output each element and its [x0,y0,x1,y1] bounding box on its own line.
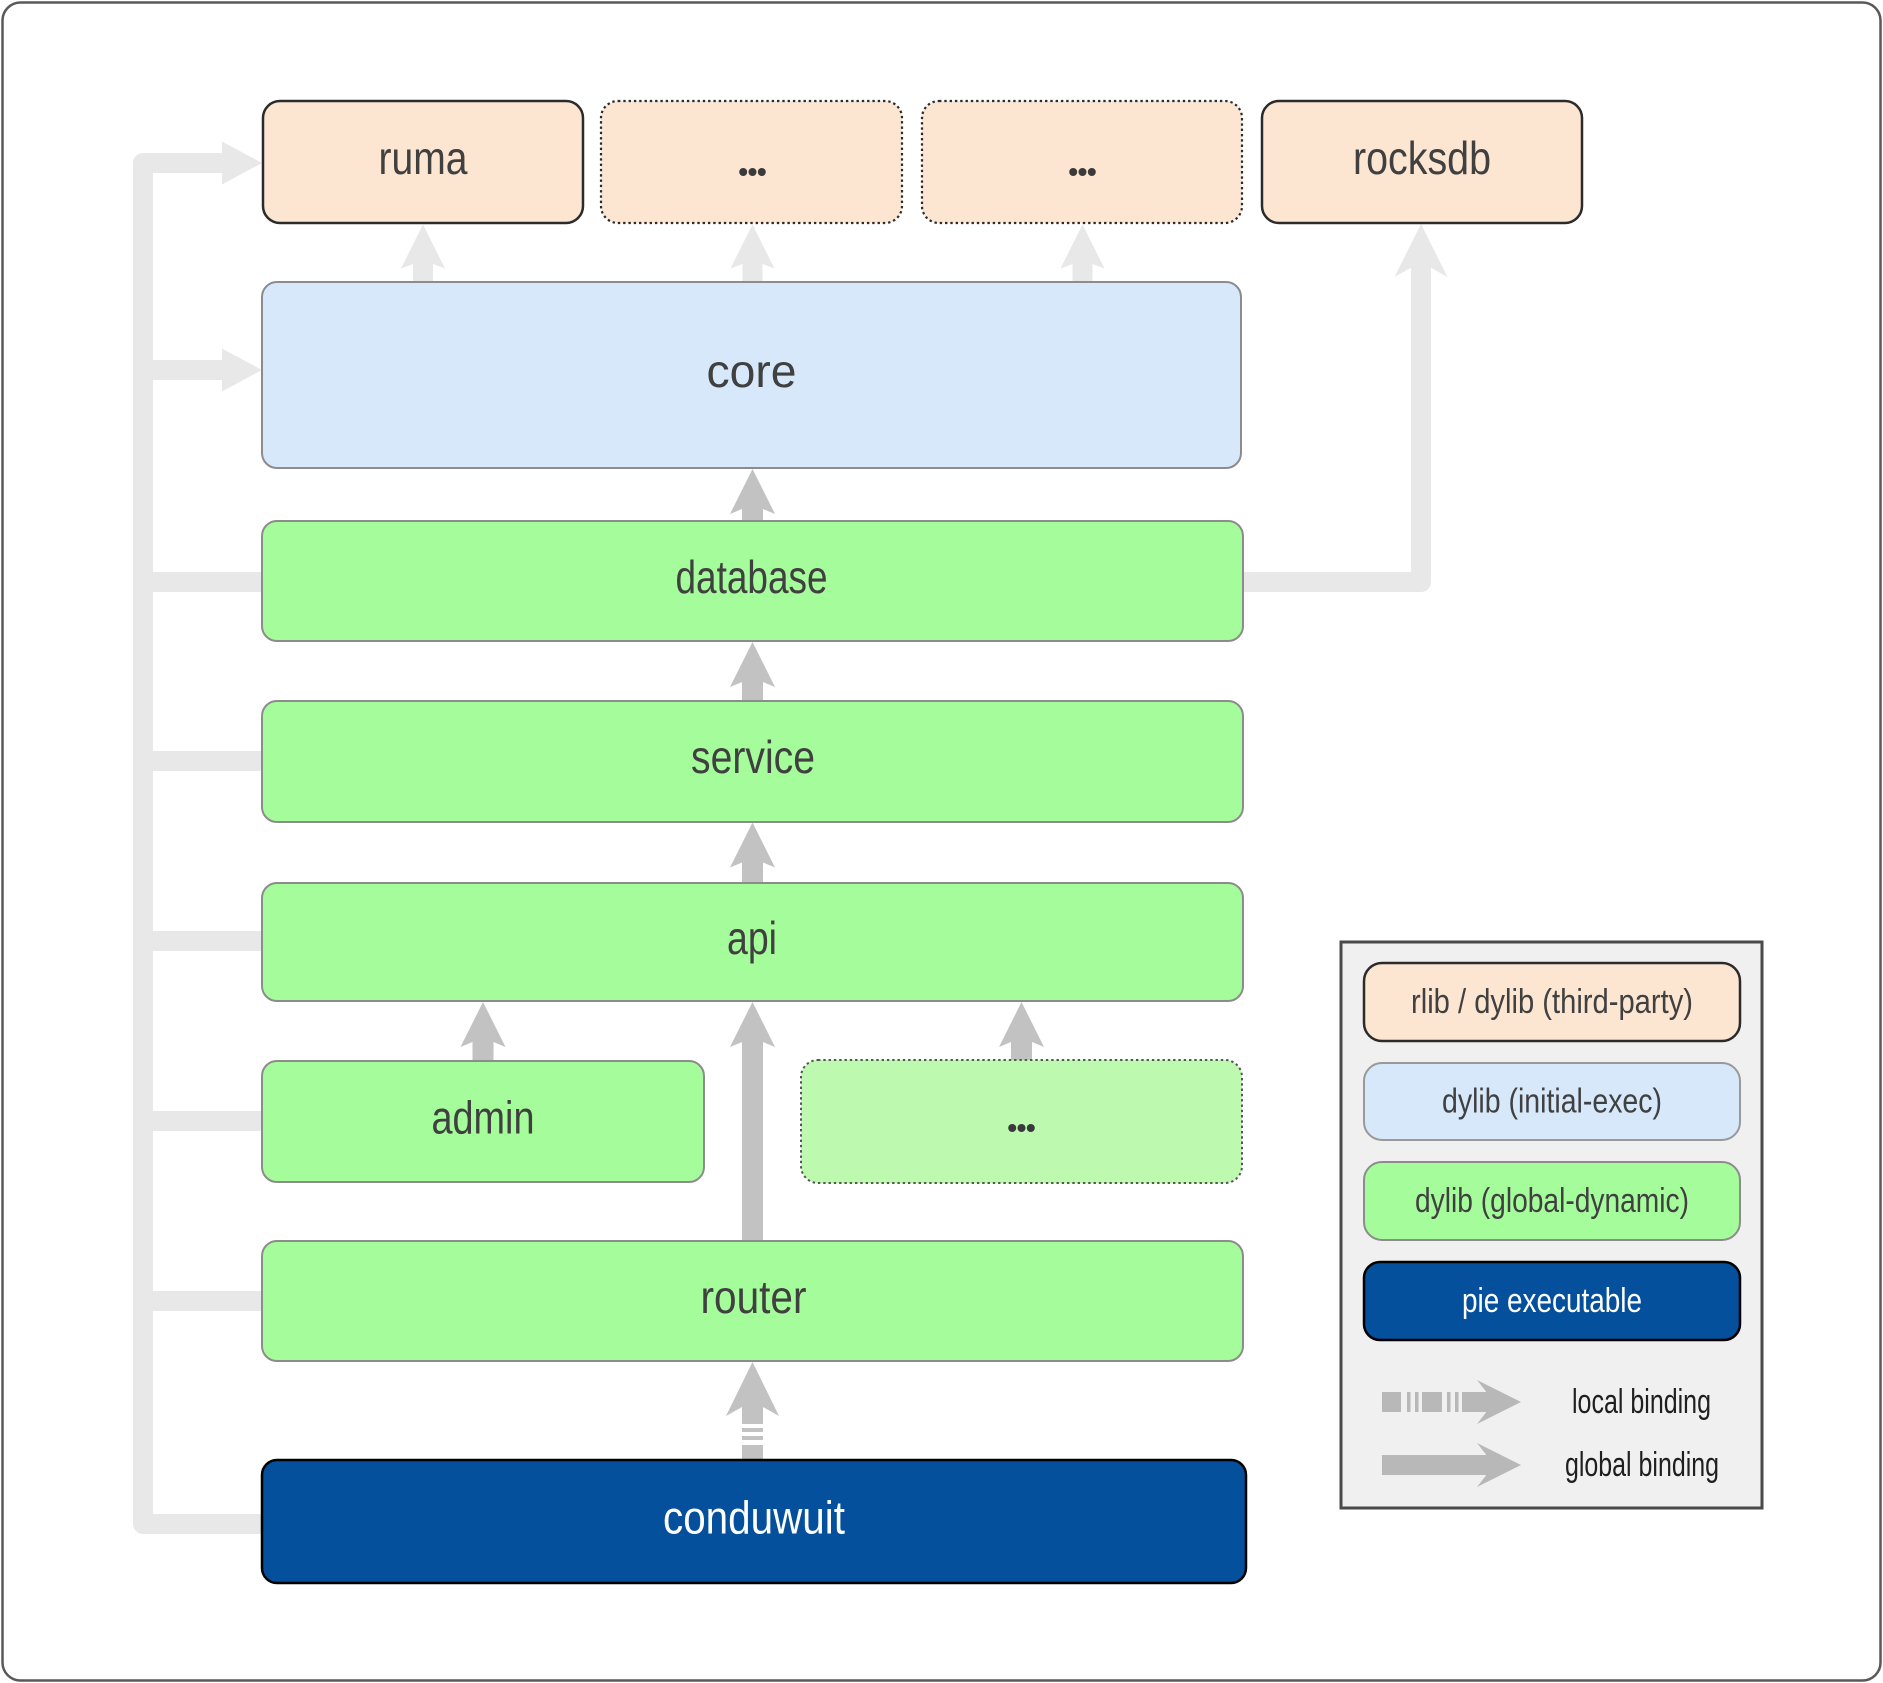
svg-text:core: core [707,345,797,397]
svg-text:service: service [691,731,815,783]
svg-text:dylib (global-dynamic): dylib (global-dynamic) [1415,1182,1689,1220]
svg-text:local binding: local binding [1572,1383,1711,1421]
svg-text:pie executable: pie executable [1462,1282,1642,1320]
svg-text:admin: admin [432,1092,535,1144]
svg-text:dylib (initial-exec): dylib (initial-exec) [1442,1083,1662,1121]
svg-text:router: router [701,1271,807,1323]
svg-text:database: database [676,551,828,603]
svg-text:global binding: global binding [1565,1446,1719,1484]
svg-text:api: api [727,912,777,964]
svg-text:ruma: ruma [379,132,468,184]
svg-text:conduwuit: conduwuit [663,1492,845,1544]
svg-text:rocksdb: rocksdb [1353,132,1491,184]
svg-text:rlib / dylib (third-party): rlib / dylib (third-party) [1411,983,1693,1021]
